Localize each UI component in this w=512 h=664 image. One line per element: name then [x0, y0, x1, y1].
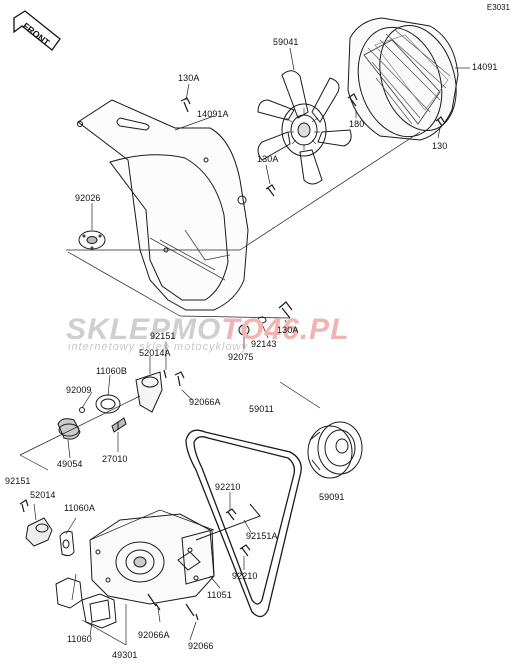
- part-label-92066[interactable]: 92066: [188, 641, 214, 651]
- part-label-49054[interactable]: 49054: [57, 459, 83, 469]
- part-label-14091[interactable]: 14091: [472, 62, 498, 72]
- fan-shroud-drawing: [345, 16, 469, 148]
- part-label-180[interactable]: 180: [349, 119, 365, 129]
- part-label-130[interactable]: 130: [432, 141, 448, 151]
- bolt-collar-drawing: [239, 302, 292, 335]
- part-label-130a-low[interactable]: 130A: [277, 325, 299, 335]
- part-label-49301[interactable]: 49301: [112, 650, 138, 660]
- bolts-top-drawing: [181, 94, 444, 196]
- part-label-14091a[interactable]: 14091A: [197, 109, 229, 119]
- watermark-brand: SKLEPMOTO46.PL: [66, 313, 350, 347]
- washer-92026-drawing: [79, 231, 105, 249]
- leader-lines-top: [66, 48, 470, 350]
- part-label-27010[interactable]: 27010: [102, 454, 128, 464]
- bolts-lower-drawing: [196, 504, 260, 556]
- watermark-brand-left: SKLEPMO: [66, 313, 222, 346]
- diagram-code: E3031: [486, 3, 510, 12]
- thermostat-group-drawing: [58, 370, 184, 439]
- part-label-92151a[interactable]: 92151A: [246, 531, 278, 541]
- part-label-11051[interactable]: 11051: [207, 590, 232, 600]
- drive-belt-drawing: [186, 430, 301, 616]
- pulley-drawing: [308, 422, 362, 478]
- part-label-130a-top[interactable]: 130A: [178, 73, 200, 83]
- part-label-92210-top[interactable]: 92210: [215, 482, 241, 492]
- front-arrow-icon: FRONT: [14, 11, 60, 50]
- watermark-brand-right: TO46.PL: [221, 313, 350, 346]
- part-label-52014[interactable]: 52014: [30, 490, 56, 500]
- watermark-tagline: internetowy sklep motocyklowy: [68, 341, 249, 353]
- part-label-92026[interactable]: 92026: [75, 193, 101, 203]
- part-label-59091[interactable]: 59091: [319, 492, 345, 502]
- leader-lines-mid: [20, 342, 320, 470]
- part-label-92210-mid[interactable]: 92210: [232, 571, 258, 581]
- part-label-92009[interactable]: 92009: [66, 385, 92, 395]
- water-pump-drawing: [90, 514, 214, 620]
- side-cover-drawing: [78, 100, 249, 310]
- part-label-11060a[interactable]: 11060A: [64, 503, 95, 513]
- part-label-11060[interactable]: 11060: [67, 634, 92, 644]
- leader-lines-lower: [34, 492, 252, 645]
- part-label-130a-mid[interactable]: 130A: [257, 154, 279, 164]
- part-label-11060b[interactable]: 11060B: [96, 366, 127, 376]
- cooling-fan-drawing: [258, 71, 351, 184]
- part-label-92075[interactable]: 92075: [228, 352, 254, 362]
- part-label-92066a-low[interactable]: 92066A: [138, 630, 170, 640]
- part-label-52014a[interactable]: 52014A: [139, 348, 171, 358]
- part-label-92151-top[interactable]: 92151: [150, 331, 176, 341]
- part-label-92143[interactable]: 92143: [251, 339, 277, 349]
- part-label-59011[interactable]: 59011: [249, 404, 274, 414]
- part-label-92066a-top[interactable]: 92066A: [189, 397, 221, 407]
- part-label-59041[interactable]: 59041: [273, 37, 299, 47]
- part-label-92151-left[interactable]: 92151: [5, 476, 31, 486]
